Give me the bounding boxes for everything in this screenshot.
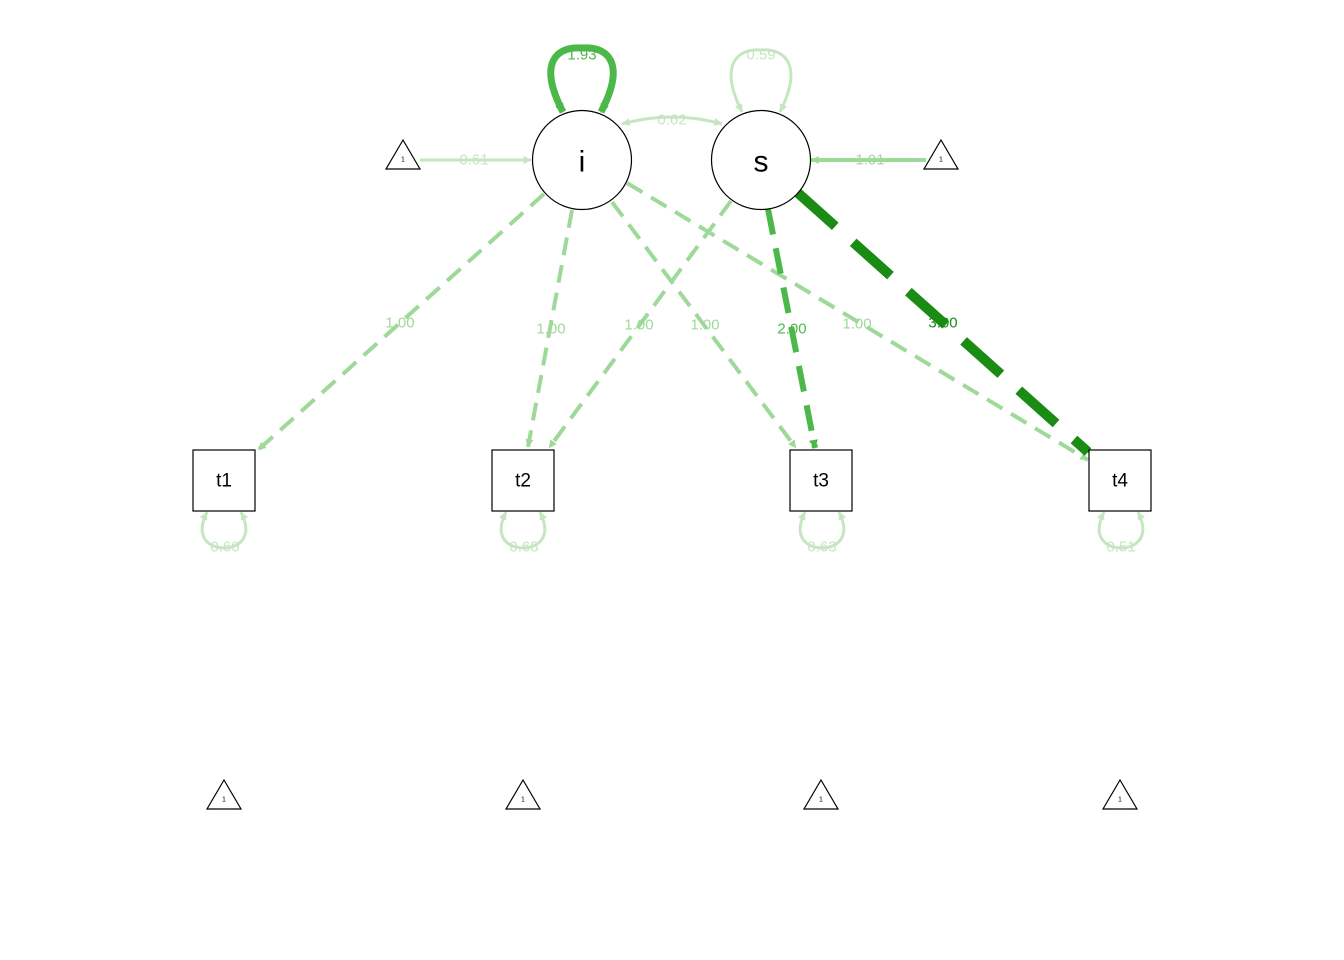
- label-res-t2: 0.68: [509, 539, 538, 556]
- label-i-t2: 1.00: [536, 321, 565, 338]
- latent-label-s: s: [754, 146, 769, 179]
- constant-node-t3: 1: [802, 778, 840, 810]
- label-i-t3: 1.00: [690, 317, 719, 334]
- edge-res-t2: [498, 511, 548, 550]
- observed-node-t3: t3: [789, 449, 853, 512]
- constant-node-t1: 1: [205, 778, 243, 810]
- constant-node-t2: 1: [504, 778, 542, 810]
- edge-s-t3: [765, 208, 818, 449]
- observed-node-t4: t4: [1088, 449, 1152, 512]
- constant-label-i: 1: [401, 157, 405, 164]
- edge-i-t3: [610, 200, 798, 450]
- label-mean-s: 1.01: [855, 152, 884, 169]
- latent-label-i: i: [579, 146, 586, 179]
- constant-node-t4: 1: [1101, 778, 1139, 810]
- edge-res-t1: [199, 511, 249, 550]
- label-s-t3: 2.00: [777, 321, 806, 338]
- constant-label-s: 1: [939, 157, 943, 164]
- label-i-t1: 1.00: [385, 315, 414, 332]
- label-i-t4: 1.00: [842, 316, 871, 333]
- observed-node-t1: t1: [192, 449, 256, 512]
- edge-i-t2: [525, 209, 574, 448]
- label-res-t1: 0.60: [210, 539, 239, 556]
- edge-s-t4: [794, 189, 1092, 456]
- label-cov-is: 0.62: [657, 112, 686, 129]
- constant-label-t1: 1: [222, 797, 226, 804]
- label-mean-i: 0.61: [459, 152, 488, 169]
- constant-label-t4: 1: [1118, 797, 1122, 804]
- edge-var-i: [547, 44, 617, 114]
- label-s-t4: 3.00: [928, 315, 957, 332]
- edge-i-t4: [625, 181, 1090, 462]
- observed-node-t2: t2: [491, 449, 555, 512]
- edge-res-t4: [1096, 511, 1146, 550]
- edge-var-s: [729, 48, 793, 113]
- label-var-s: 0.59: [746, 47, 775, 64]
- constant-node-s: 1: [922, 138, 960, 170]
- label-res-t4: 0.51: [1106, 539, 1135, 556]
- edge-cov-is: [621, 115, 723, 126]
- edge-res-t3: [797, 511, 847, 550]
- edge-labels: 1.93 0.59 0.62 0.61 1.01 1.00 1.00 1.00 …: [210, 47, 1135, 556]
- label-s-t2: 1.00: [624, 317, 653, 334]
- observed-label-t2: t2: [515, 471, 531, 492]
- observed-label-t1: t1: [216, 471, 232, 492]
- constant-node-i: 1: [384, 138, 422, 170]
- label-var-i: 1.93: [567, 47, 596, 64]
- constant-label-t3: 1: [819, 797, 823, 804]
- observed-label-t4: t4: [1112, 471, 1128, 492]
- label-res-t3: 0.63: [807, 539, 836, 556]
- observed-label-t3: t3: [813, 471, 829, 492]
- latent-node-i: i: [531, 109, 633, 211]
- edge-i-t1: [256, 192, 546, 452]
- edge-s-t2: [547, 199, 733, 450]
- latent-node-s: s: [710, 109, 812, 211]
- constant-label-t2: 1: [521, 797, 525, 804]
